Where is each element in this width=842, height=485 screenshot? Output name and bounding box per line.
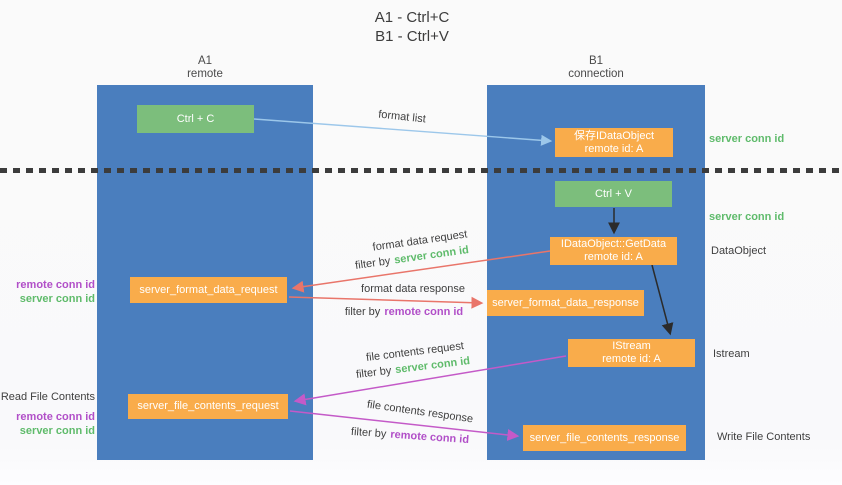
node-ctrl-v: Ctrl + V bbox=[555, 181, 672, 207]
node-file-request-label: server_file_contents_request bbox=[137, 400, 279, 412]
node-istream-line2: remote id: A bbox=[602, 353, 661, 365]
lane-header-b1: B1 connection bbox=[568, 55, 624, 81]
diagram-title: A1 - Ctrl+C B1 - Ctrl+V bbox=[312, 8, 512, 46]
label-remote-conn-id-1: remote conn id bbox=[16, 279, 95, 291]
file-contents-response-arrow bbox=[289, 410, 520, 441]
node-ctrl-c-label: Ctrl + C bbox=[176, 112, 215, 125]
label-write-file-contents: Write File Contents bbox=[717, 431, 811, 443]
node-format-response-label: server_format_data_response bbox=[492, 296, 639, 309]
lane-b1-role: connection bbox=[568, 68, 624, 80]
format-data-request-arrow bbox=[291, 250, 551, 293]
label-remote-conn-id-2: remote conn id bbox=[16, 411, 95, 423]
label-server-conn-id-1: server conn id bbox=[19, 293, 95, 305]
format-data-response-arrow bbox=[288, 296, 484, 309]
label-read-file-contents: Read File Contents bbox=[0, 391, 95, 403]
file-contents-request-arrow bbox=[293, 355, 567, 406]
filter-prefix-4: filter by bbox=[350, 425, 387, 441]
node-server-file-contents-response: server_file_contents_response bbox=[523, 425, 686, 451]
label-dataobject: DataObject bbox=[711, 245, 767, 257]
lane-b1-name: B1 bbox=[588, 55, 604, 67]
node-save-idataobject-line1: 保存IDataObject bbox=[573, 129, 655, 142]
node-idataobject-getdata: IDataObject::GetData remote id: A bbox=[550, 237, 677, 265]
format-list-arrow bbox=[253, 118, 553, 146]
label-left-conn-ids-2: remote conn id server conn id bbox=[16, 410, 95, 438]
node-ctrl-c: Ctrl + C bbox=[137, 105, 254, 133]
node-server-file-contents-request: server_file_contents_request bbox=[128, 394, 288, 419]
node-getdata-line1: IDataObject::GetData bbox=[560, 238, 667, 250]
lane-a1-role: remote bbox=[187, 68, 223, 80]
filter-key-remote-1: remote conn id bbox=[384, 306, 464, 318]
node-save-idataobject-line2: remote id: A bbox=[584, 142, 644, 155]
lane-a1-name: A1 bbox=[197, 55, 213, 67]
node-getdata-line2: remote id: A bbox=[584, 251, 643, 263]
label-left-conn-ids-1: remote conn id server conn id bbox=[16, 278, 95, 306]
node-istream: IStream remote id: A bbox=[568, 339, 695, 367]
label-server-conn-id-top: server conn id bbox=[709, 133, 785, 145]
label-server-conn-id-mid: server conn id bbox=[709, 211, 785, 223]
node-istream-line1: IStream bbox=[612, 340, 651, 352]
label-format-data-response: format data response bbox=[361, 283, 465, 295]
filter-prefix-2: filter by bbox=[344, 306, 381, 318]
label-istream: Istream bbox=[713, 348, 750, 360]
node-server-format-data-request: server_format_data_request bbox=[130, 277, 287, 303]
node-save-idataobject: 保存IDataObject remote id: A bbox=[555, 128, 673, 157]
node-server-format-data-response: server_format_data_response bbox=[487, 290, 644, 316]
session-divider-dashed-line bbox=[0, 168, 842, 173]
node-format-request-label: server_format_data_request bbox=[139, 283, 278, 296]
title-line-2: B1 - Ctrl+V bbox=[375, 28, 449, 45]
node-file-response-label: server_file_contents_response bbox=[529, 431, 680, 444]
node-ctrl-v-label: Ctrl + V bbox=[595, 187, 632, 200]
title-line-1: A1 - Ctrl+C bbox=[374, 9, 450, 26]
label-server-conn-id-2: server conn id bbox=[19, 425, 95, 437]
lane-header-a1: A1 remote bbox=[187, 55, 223, 81]
getdata-to-istream-arrow bbox=[651, 264, 674, 336]
